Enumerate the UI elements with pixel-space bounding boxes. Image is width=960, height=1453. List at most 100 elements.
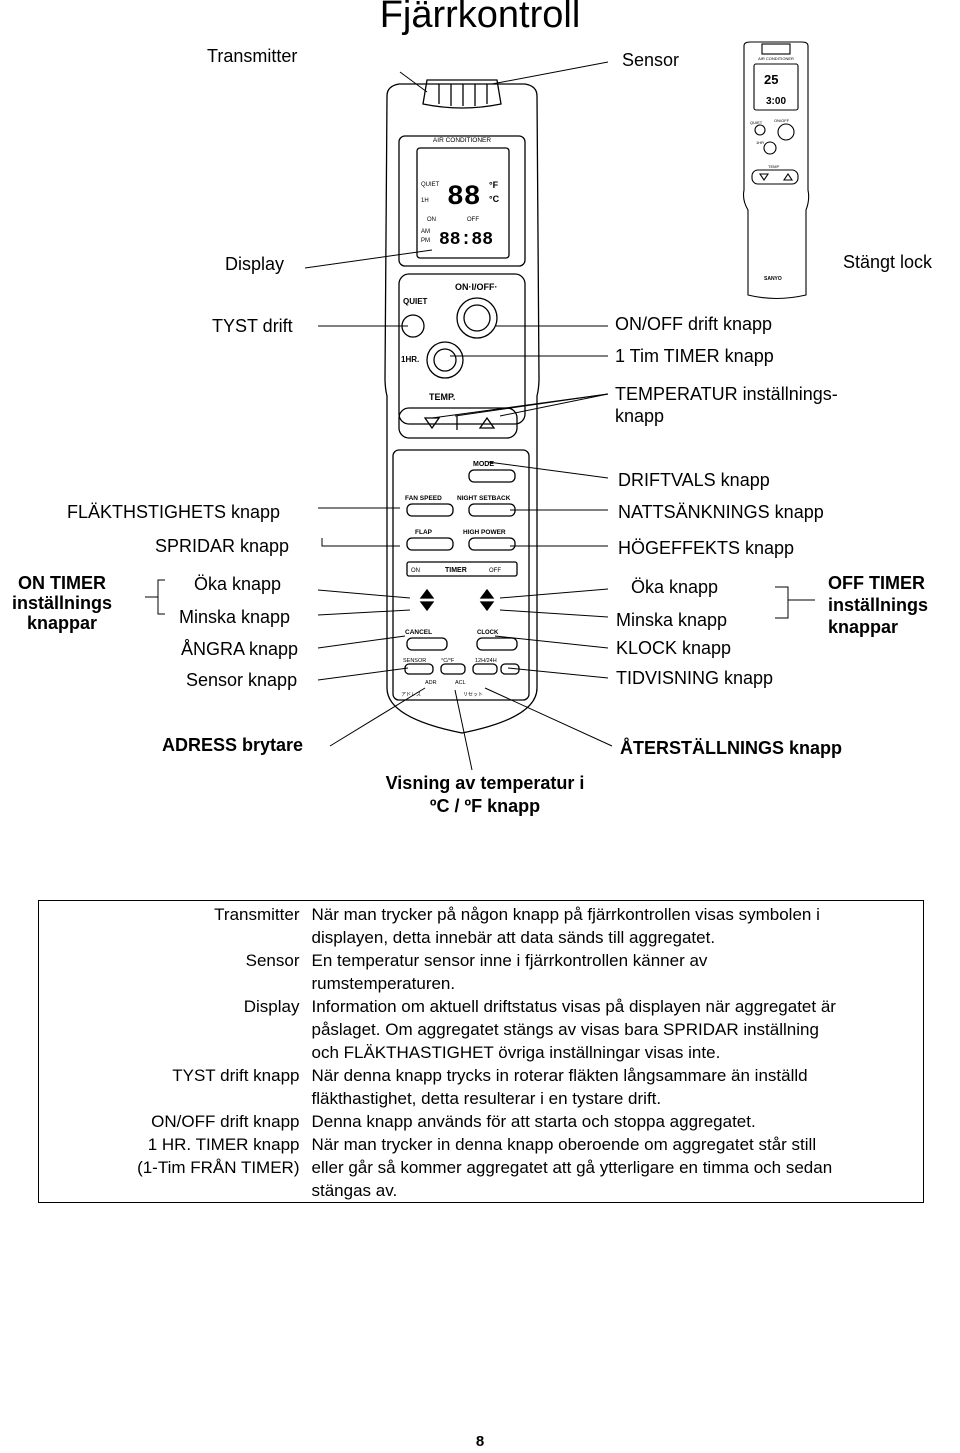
remote-hr-label: 1HR. xyxy=(401,355,419,364)
remote-onoff-label: ON·I/OFF· xyxy=(455,282,498,292)
remote-timer-on: ON xyxy=(411,568,420,574)
desc-line: När denna knapp trycks in roterar fläkte… xyxy=(311,1066,808,1085)
label-closed-lid: Stängt lock xyxy=(843,252,933,272)
term-text-2: (1-Tim FRÅN TIMER) xyxy=(137,1158,300,1177)
table-desc: En temperatur sensor inne i fjärrkontrol… xyxy=(312,949,924,995)
remote-timer-label: TIMER xyxy=(445,567,467,574)
remote-mode-label: MODE xyxy=(473,461,494,468)
table-term: Display xyxy=(39,995,312,1064)
remote-clock-label: CLOCK xyxy=(477,630,499,636)
closed-remote-temp-label: TEMP xyxy=(768,164,779,169)
label-cf-line2: ºC / ºF knapp xyxy=(429,796,541,816)
label-cf-line1: Visning av temperatur i xyxy=(385,773,585,793)
remote-deg-f: °F xyxy=(489,180,499,190)
term-text: ON/OFF drift knapp xyxy=(151,1112,300,1131)
label-up-right: Öka knapp xyxy=(631,577,719,597)
label-night: NATTSÄNKNINGS knapp xyxy=(618,502,824,522)
page-title: Fjärrkontroll xyxy=(379,0,581,36)
remote-off-tag: OFF xyxy=(467,217,479,223)
closed-remote-onoff: ON/OFF xyxy=(774,118,790,123)
label-off-timer: OFF TIMER inställnings knappar xyxy=(828,572,928,638)
label-on-timer: ON TIMER inställnings knappar xyxy=(0,573,124,633)
label-flap: SPRIDAR knapp xyxy=(155,536,290,556)
term-text: Transmitter xyxy=(214,905,300,924)
description-table: Transmitter När man trycker på någon kna… xyxy=(38,900,924,1203)
label-down-left: Minska knapp xyxy=(179,607,291,627)
remote-jp-label-1: アドレス xyxy=(401,692,421,698)
table-term: ON/OFF drift knapp xyxy=(39,1110,312,1133)
remote-adr-label: ADR xyxy=(425,680,437,686)
remote-fan-label: FAN SPEED xyxy=(405,495,442,502)
remote-header-text: AIR CONDITIONER xyxy=(433,137,491,144)
remote-pm: PM xyxy=(421,238,430,244)
remote-hour-label: 12H/24H xyxy=(475,658,497,664)
term-text: Display xyxy=(243,997,300,1016)
desc-line: och FLÄKTHASTIGHET övriga inställningar … xyxy=(311,1043,721,1062)
label-mode: DRIFTVALS knapp xyxy=(618,470,770,490)
remote-clock-digits: 88:88 xyxy=(439,230,493,250)
remote-temp-digits: 88 xyxy=(447,182,481,213)
closed-remote-temp: 25 xyxy=(764,72,778,87)
table-desc: När man trycker in denna knapp oberoende… xyxy=(312,1133,924,1203)
remote-high-label: HIGH POWER xyxy=(463,529,506,536)
remote-timer-chip: 1H xyxy=(421,198,429,204)
desc-line: När man trycker på någon knapp på fjärrk… xyxy=(311,905,820,924)
closed-remote-clock: 3:00 xyxy=(766,96,786,107)
remote-control-illustration: AIR CONDITIONER QUIET 88 °F °C 1H ON OFF… xyxy=(384,79,540,734)
label-transmitter: Transmitter xyxy=(207,46,298,66)
page-number: 8 xyxy=(475,1433,485,1450)
closed-remote-header: AIR CONDITIONER xyxy=(758,56,794,61)
remote-quiet-chip: QUIET xyxy=(421,182,440,188)
desc-line: displayen, detta innebär att data sänds … xyxy=(311,928,716,947)
label-sensor: Sensor xyxy=(622,50,680,70)
label-time-display: TIDVISNING knapp xyxy=(616,668,774,688)
table-term: Sensor xyxy=(39,949,312,995)
remote-night-label: NIGHT SETBACK xyxy=(457,495,511,502)
remote-jp-label-2: リセット xyxy=(463,692,483,698)
table-row: ON/OFF drift knapp Denna knapp används f… xyxy=(39,1110,924,1133)
remote-acl-label: ACL xyxy=(455,680,466,686)
remote-on-tag: ON xyxy=(427,217,436,223)
table-term: 1 HR. TIMER knapp (1-Tim FRÅN TIMER) xyxy=(39,1133,312,1203)
label-display: Display xyxy=(225,254,285,274)
label-off-timer-line3: knappar xyxy=(828,617,899,637)
remote-cf-label: °C/°F xyxy=(441,658,455,664)
table-desc: När denna knapp trycks in roterar fläkte… xyxy=(312,1064,924,1110)
table-row: Transmitter När man trycker på någon kna… xyxy=(39,901,924,950)
remote-temp-label: TEMP. xyxy=(429,392,455,402)
remote-quiet-label: QUIET xyxy=(403,297,428,306)
label-off-timer-line1: OFF TIMER xyxy=(828,573,925,593)
label-clock: KLOCK knapp xyxy=(616,638,732,658)
remote-am: AM xyxy=(421,229,430,235)
closed-remote-illustration: AIR CONDITIONER 25 3:00 ON/OFF QUIET 1HR… xyxy=(742,41,810,300)
remote-deg-c: °C xyxy=(489,194,500,204)
label-down-right: Minska knapp xyxy=(616,610,728,630)
table-term: TYST drift knapp xyxy=(39,1064,312,1110)
label-fan: FLÄKTHSTIGHETS knapp xyxy=(67,502,281,522)
label-address: ADRESS brytare xyxy=(162,735,304,755)
closed-remote-quiet: QUIET xyxy=(750,120,763,125)
desc-line: När man trycker in denna knapp oberoende… xyxy=(311,1135,817,1154)
desc-line: stängas av. xyxy=(311,1181,398,1200)
table-desc: Denna knapp används för att starta och s… xyxy=(312,1110,924,1133)
label-onoff: ON/OFF drift knapp xyxy=(615,314,773,334)
table-row: TYST drift knapp När denna knapp trycks … xyxy=(39,1064,924,1110)
desc-line: eller går så kommer aggregatet att gå yt… xyxy=(311,1158,833,1177)
label-quiet: TYST drift xyxy=(212,316,293,336)
table-term: Transmitter xyxy=(39,901,312,950)
remote-timer-off: OFF xyxy=(489,568,501,574)
table-row: 1 HR. TIMER knapp (1-Tim FRÅN TIMER) När… xyxy=(39,1133,924,1203)
label-on-timer-line1: ON TIMER xyxy=(18,573,106,593)
table-desc: När man trycker på någon knapp på fjärrk… xyxy=(312,901,924,950)
label-cf: Visning av temperatur i ºC / ºF knapp xyxy=(370,772,600,818)
closed-remote-hr: 1HR xyxy=(756,140,764,145)
label-reset: ÅTERSTÄLLNINGS knapp xyxy=(620,738,843,758)
label-cancel: ÅNGRA knapp xyxy=(181,639,299,659)
desc-line: fläkthastighet, detta resulterar i en ty… xyxy=(311,1089,662,1108)
desc-line: rumstemperaturen. xyxy=(311,974,456,993)
term-text: Sensor xyxy=(245,951,300,970)
desc-line: påslaget. Om aggregatet stängs av visas … xyxy=(311,1020,819,1039)
desc-line: En temperatur sensor inne i fjärrkontrol… xyxy=(311,951,708,970)
table-row: Sensor En temperatur sensor inne i fjärr… xyxy=(39,949,924,995)
label-up-left: Öka knapp xyxy=(194,574,282,594)
